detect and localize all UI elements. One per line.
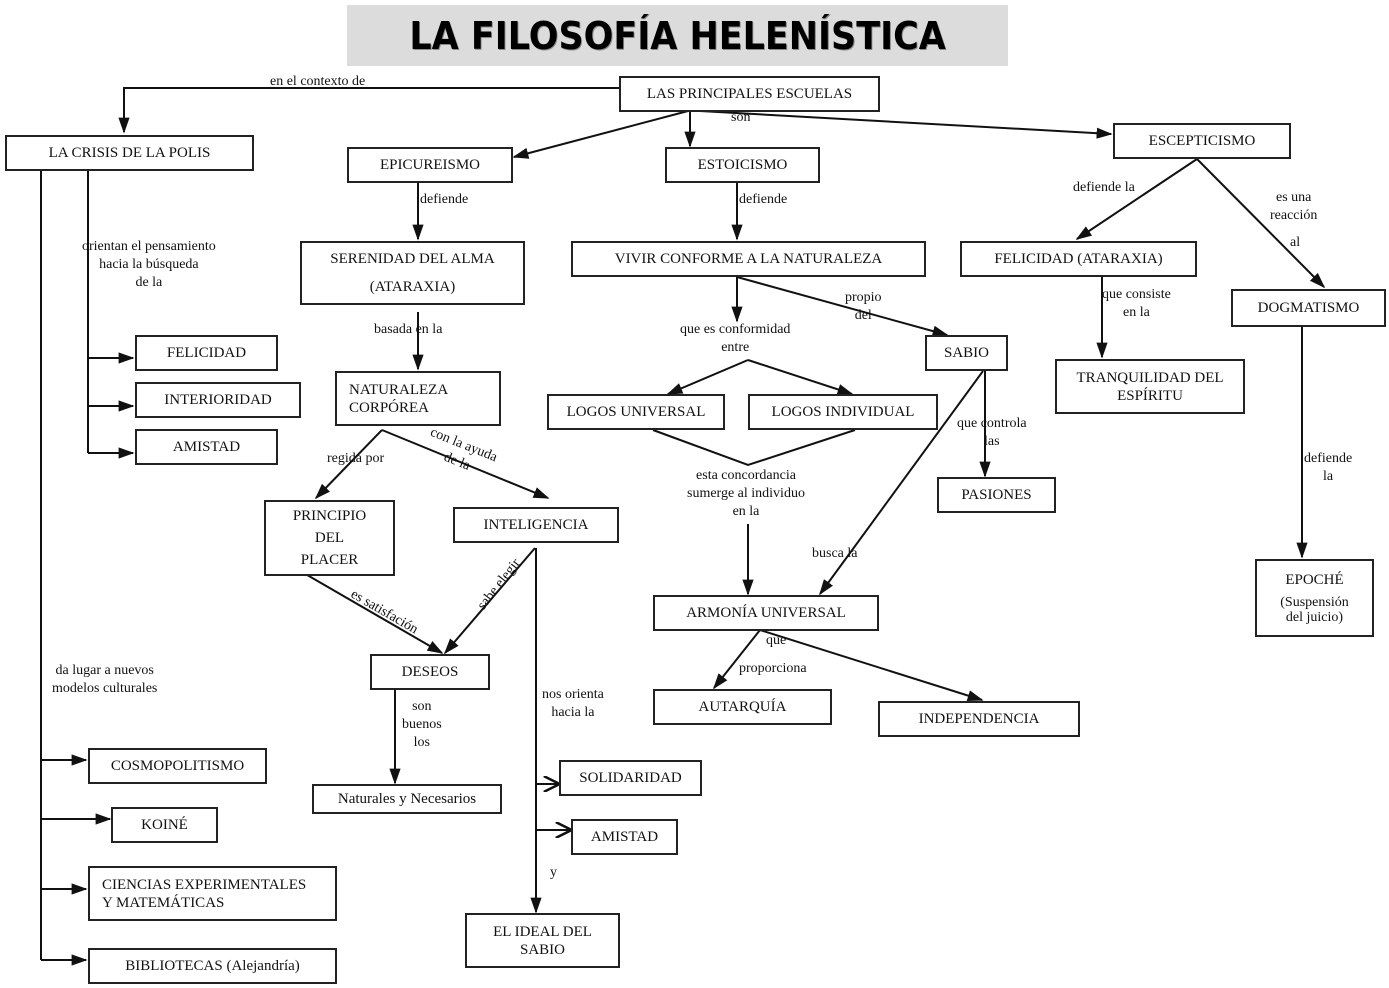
label-esc-defiende: defiende la: [1073, 180, 1135, 195]
node-felicidad: FELICIDAD: [135, 335, 278, 371]
edge-sabio-armonia: [819, 370, 984, 596]
edge-vivir-sabio: [736, 276, 949, 337]
node-autarquia: AUTARQUÍA: [653, 689, 832, 725]
node-inteligencia: INTELIGENCIA: [453, 507, 619, 543]
edge-principio-deseos: [301, 571, 444, 654]
node-tranquilidad-espiritu: TRANQUILIDAD DEL ESPÍRITU: [1055, 359, 1245, 414]
label-concordancia: esta concordancia sumerge al individuo e…: [687, 468, 805, 519]
node-interioridad: INTERIORIDAD: [135, 382, 301, 418]
node-naturaleza-corporea: NATURALEZA CORPÓREA: [335, 371, 501, 426]
edge-naturaleza-principio: [314, 429, 383, 500]
edge-principales-crisis: [118, 87, 619, 134]
node-deseos: DESEOS: [370, 654, 490, 690]
node-amistad-2: AMISTAD: [571, 819, 678, 855]
edge-inteligencia-deseos: [443, 547, 536, 655]
label-son-buenos: son buenos los: [402, 699, 442, 750]
label-orientan: orientan el pensamiento hacia la búsqued…: [82, 239, 216, 290]
label-contexto: en el contexto de: [270, 74, 366, 89]
node-serenidad-alma: SERENIDAD DEL ALMA (ATARAXIA): [300, 241, 525, 305]
title-banner: LA FILOSOFÍA HELENÍSTICA: [347, 5, 1008, 66]
node-estoicismo: ESTOICISMO: [665, 147, 820, 183]
node-solidaridad: SOLIDARIDAD: [559, 760, 702, 796]
page-title: LA FILOSOFÍA HELENÍSTICA: [409, 13, 946, 58]
edge-naturaleza-inteligencia: [381, 429, 550, 499]
node-sabio: SABIO: [925, 335, 1008, 371]
label-orienta: nos orienta hacia la: [542, 687, 604, 720]
label-epi-defiende: defiende: [420, 192, 469, 207]
label-reaccion: es una reacción: [1270, 190, 1318, 223]
node-ciencias-experimentales: CIENCIAS EXPERIMENTALES Y MATEMÁTICAS: [88, 866, 337, 921]
label-consiste: que consiste en la: [1102, 287, 1171, 320]
edge-principales-escepticismo: [699, 110, 1113, 139]
node-bibliotecas: BIBLIOTECAS (Alejandría): [88, 948, 337, 984]
label-basada: basada en la: [374, 322, 443, 337]
edge-armonia-independencia: [759, 629, 984, 702]
node-epoche: EPOCHÉ (Suspensión del juicio): [1255, 559, 1374, 637]
edge-escepticismo-dogmatismo: [1196, 158, 1326, 289]
node-amistad-1: AMISTAD: [135, 429, 278, 465]
node-crisis-polis: LA CRISIS DE LA POLIS: [5, 135, 254, 171]
node-principio-placer: PRINCIPIO DEL PLACER: [264, 500, 395, 576]
edge-logos-merge: [652, 429, 856, 467]
node-pasiones: PASIONES: [937, 477, 1056, 513]
label-proporciona: proporciona: [739, 661, 807, 676]
node-logos-universal: LOGOS UNIVERSAL: [547, 394, 725, 430]
node-ideal-sabio: EL IDEAL DEL SABIO: [465, 913, 620, 968]
edge-escepticismo-felicidad: [1075, 158, 1198, 240]
edge-principales-epicureismo: [512, 110, 689, 159]
label-busca: busca la: [812, 546, 858, 561]
epoche-title: EPOCHÉ: [1285, 572, 1344, 588]
node-felicidad-ataraxia: FELICIDAD (ATARAXIA): [960, 241, 1197, 277]
node-escepticismo: ESCEPTICISMO: [1113, 123, 1291, 159]
node-independencia: INDEPENDENCIA: [878, 701, 1080, 737]
label-dog-defiende: defiende la: [1304, 451, 1353, 484]
label-y: y: [550, 865, 557, 880]
node-principales-escuelas: LAS PRINCIPALES ESCUELAS: [619, 76, 880, 112]
edge-armonia-autarquia: [713, 629, 761, 690]
label-propio: propio del: [845, 290, 882, 323]
node-cosmopolitismo: COSMOPOLITISMO: [88, 748, 267, 784]
label-que: que: [766, 633, 787, 648]
node-koine: KOINÉ: [111, 807, 218, 843]
node-armonia-universal: ARMONÍA UNIVERSAL: [653, 595, 879, 631]
label-da-lugar: da lugar a nuevos modelos culturales: [52, 663, 158, 696]
edge-conformidad-logos-individual: [747, 359, 854, 395]
node-vivir-conforme: VIVIR CONFORME A LA NATURALEZA: [571, 241, 926, 277]
epoche-subtitle: (Suspensión del juicio): [1280, 595, 1349, 625]
node-naturales-necesarios: Naturales y Necesarios: [312, 784, 502, 814]
node-dogmatismo: DOGMATISMO: [1231, 289, 1386, 327]
label-est-defiende: defiende: [739, 192, 788, 207]
label-regida: regida por: [327, 451, 385, 466]
label-conformidad: que es conformidad entre: [680, 322, 791, 355]
node-epicureismo: EPICUREISMO: [347, 147, 513, 183]
edge-conformidad-logos-universal: [666, 359, 749, 395]
label-son: son: [731, 110, 751, 125]
label-controla: que controla las: [957, 416, 1027, 449]
label-reaccion-al: al: [1290, 235, 1301, 250]
node-logos-individual: LOGOS INDIVIDUAL: [748, 394, 938, 430]
